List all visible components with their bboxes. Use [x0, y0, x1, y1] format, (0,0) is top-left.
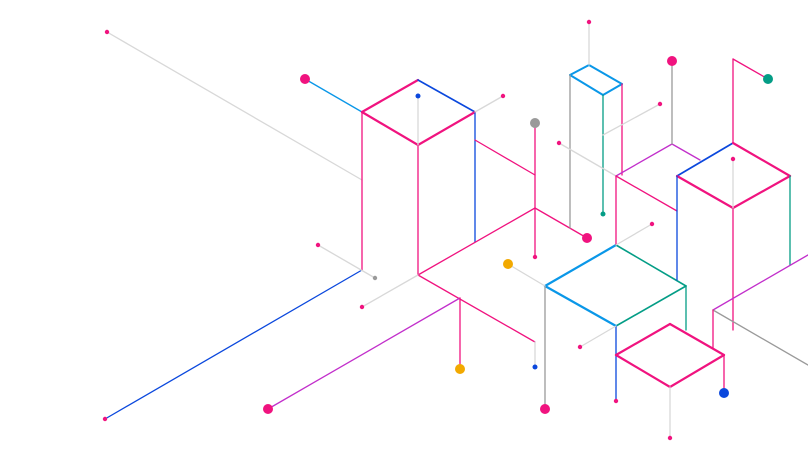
node-dot	[667, 56, 677, 66]
connector-line	[671, 143, 701, 161]
connector-line	[417, 274, 536, 343]
connector-line	[712, 309, 808, 366]
connector-line	[361, 274, 419, 308]
connector-line	[543, 284, 618, 328]
node-dot	[372, 275, 378, 281]
connector-line	[360, 110, 420, 147]
connector-line	[615, 244, 687, 287]
connector-line	[569, 64, 590, 76]
connector-line	[676, 142, 734, 177]
connector-line	[558, 142, 617, 177]
connector-line	[417, 79, 476, 113]
node-dot	[503, 259, 513, 269]
node-dot	[455, 364, 465, 374]
node-dot	[530, 118, 540, 128]
connector-line	[675, 174, 735, 210]
connector-line	[731, 174, 792, 210]
connector-line	[417, 207, 536, 276]
connector-line	[615, 175, 678, 212]
connector-line	[569, 74, 604, 96]
connector-line	[602, 103, 661, 136]
node-dot	[532, 364, 538, 370]
connector-line	[615, 223, 653, 246]
node-dot	[763, 74, 773, 84]
node-dot	[556, 140, 562, 146]
connector-line	[602, 83, 623, 96]
node-dot	[667, 435, 673, 441]
connector-line	[360, 78, 420, 114]
connector-line	[534, 207, 588, 239]
node-dot	[649, 221, 655, 227]
node-dot	[415, 93, 421, 99]
connector-line	[615, 285, 687, 327]
node-dot	[613, 398, 619, 404]
connector-line	[507, 263, 546, 287]
connector-line	[614, 353, 672, 389]
connector-line	[104, 269, 363, 420]
node-dot	[300, 74, 310, 84]
node-dot	[577, 344, 583, 350]
node-dot	[104, 29, 110, 35]
connector-line	[668, 353, 726, 389]
connector-line	[615, 143, 673, 177]
connector-line	[614, 322, 672, 357]
connector-line	[732, 58, 769, 80]
node-dot	[582, 233, 592, 243]
node-dot	[102, 416, 108, 422]
node-dot	[263, 404, 273, 414]
node-dot	[359, 304, 365, 310]
connector-line	[712, 254, 808, 311]
connector-line	[588, 64, 623, 85]
node-dot	[657, 101, 663, 107]
connector-line	[474, 95, 504, 113]
connector-line	[106, 31, 363, 181]
connector-line	[304, 78, 363, 113]
connector-line	[317, 244, 376, 279]
connector-line	[668, 322, 726, 357]
node-dot	[600, 211, 606, 217]
node-dot	[532, 254, 538, 260]
connector-line	[543, 243, 618, 288]
connector-line	[267, 297, 461, 410]
node-dot	[540, 404, 550, 414]
node-dot	[719, 388, 729, 398]
connector-line	[416, 110, 477, 147]
connector-line	[731, 141, 792, 178]
node-dot	[586, 19, 592, 25]
node-dot	[315, 242, 321, 248]
node-dot	[730, 156, 736, 162]
connector-line	[474, 139, 536, 176]
node-dot	[500, 93, 506, 99]
connector-line	[579, 325, 617, 348]
